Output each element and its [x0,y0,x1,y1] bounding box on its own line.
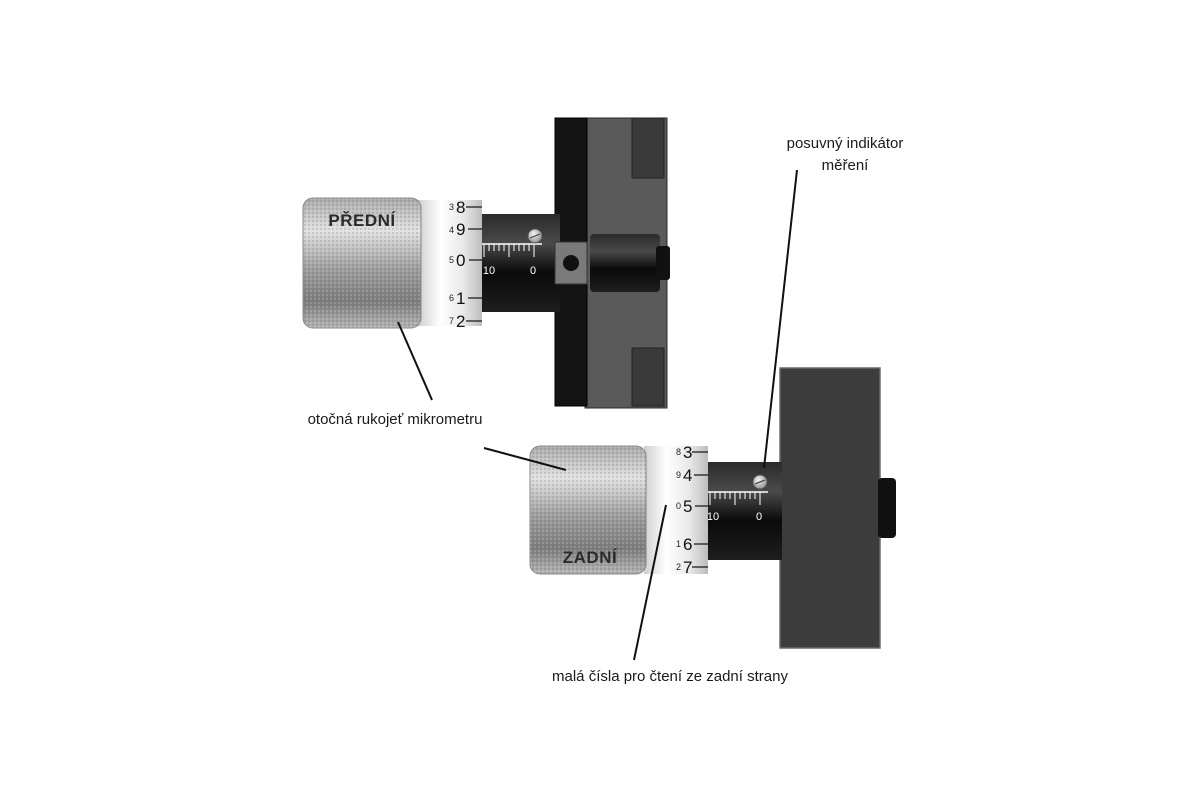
rear-small-digit-1: 1 [676,539,681,549]
front-digit-2: 2 [456,312,465,331]
callout-lines [397,169,798,661]
front-dial-big-digits: 8 9 0 1 2 [456,198,465,331]
small-numbers-callout-line [633,504,667,661]
front-sleeve [478,214,560,312]
small-numbers-label: malá čísla pro čtení ze zadní strany [552,668,788,685]
front-scale-label-10: 10 [483,265,495,277]
front-small-digit-4: 4 [449,225,454,235]
front-digit-9: 9 [456,220,465,239]
front-thimble-ring [418,200,482,326]
front-spindle [590,234,660,292]
front-small-digit-3: 3 [449,202,454,212]
front-dial-small-digits: 3 4 5 6 7 [449,202,454,326]
rear-micrometer: 10 0 3 4 5 6 7 8 9 0 1 2 ZADNÍ [529,367,896,649]
knob-callout-line-rear [483,447,567,471]
front-small-digit-6: 6 [449,293,454,303]
rear-digit-4: 4 [683,466,692,485]
front-scale-ticks [483,244,535,257]
indicator-label-line1: posuvný indikátor [787,135,904,152]
rear-sleeve [704,462,782,560]
front-spindle-tip [656,246,670,280]
rear-digit-7: 7 [683,558,692,577]
front-knob-label: PŘEDNÍ [328,211,396,230]
rear-spindle-tip [878,478,896,538]
front-small-digit-5: 5 [449,255,454,265]
rear-small-digit-2: 2 [676,562,681,572]
knob-callout-line-front [397,321,433,401]
front-small-digit-7: 7 [449,316,454,326]
rear-scale-label-0: 0 [756,511,762,523]
rear-thimble-ring [644,446,708,574]
rear-body [779,367,881,649]
front-dial-ticks [466,206,482,322]
rear-dial-big-digits: 3 4 5 6 7 [683,443,692,577]
rear-small-digit-9: 9 [676,470,681,480]
rear-dial-small-digits: 8 9 0 1 2 [676,447,681,572]
rear-digit-6: 6 [683,535,692,554]
rear-small-digit-8: 8 [676,447,681,457]
indicator-label-line2: měření [822,157,870,174]
front-scale-label-0: 0 [530,265,536,277]
front-top-clamp [631,117,665,179]
rear-digit-5: 5 [683,497,692,516]
front-lock-hole [563,255,579,271]
front-digit-1: 1 [456,289,465,308]
front-bottom-clamp [631,347,665,407]
front-micrometer: 10 0 8 9 0 1 2 3 4 5 6 7 PŘEDN [302,117,670,409]
indicator-callout-line [763,169,798,469]
rear-scale-ticks [709,492,761,505]
rear-scale-label-10: 10 [707,511,719,523]
rear-dial-ticks [692,451,708,568]
knob-label: otočná rukojeť mikrometru [308,411,483,428]
rear-small-digit-0: 0 [676,501,681,511]
rear-knob-label: ZADNÍ [563,548,618,567]
rear-digit-3: 3 [683,443,692,462]
front-digit-8: 8 [456,198,465,217]
front-digit-0: 0 [456,251,465,270]
